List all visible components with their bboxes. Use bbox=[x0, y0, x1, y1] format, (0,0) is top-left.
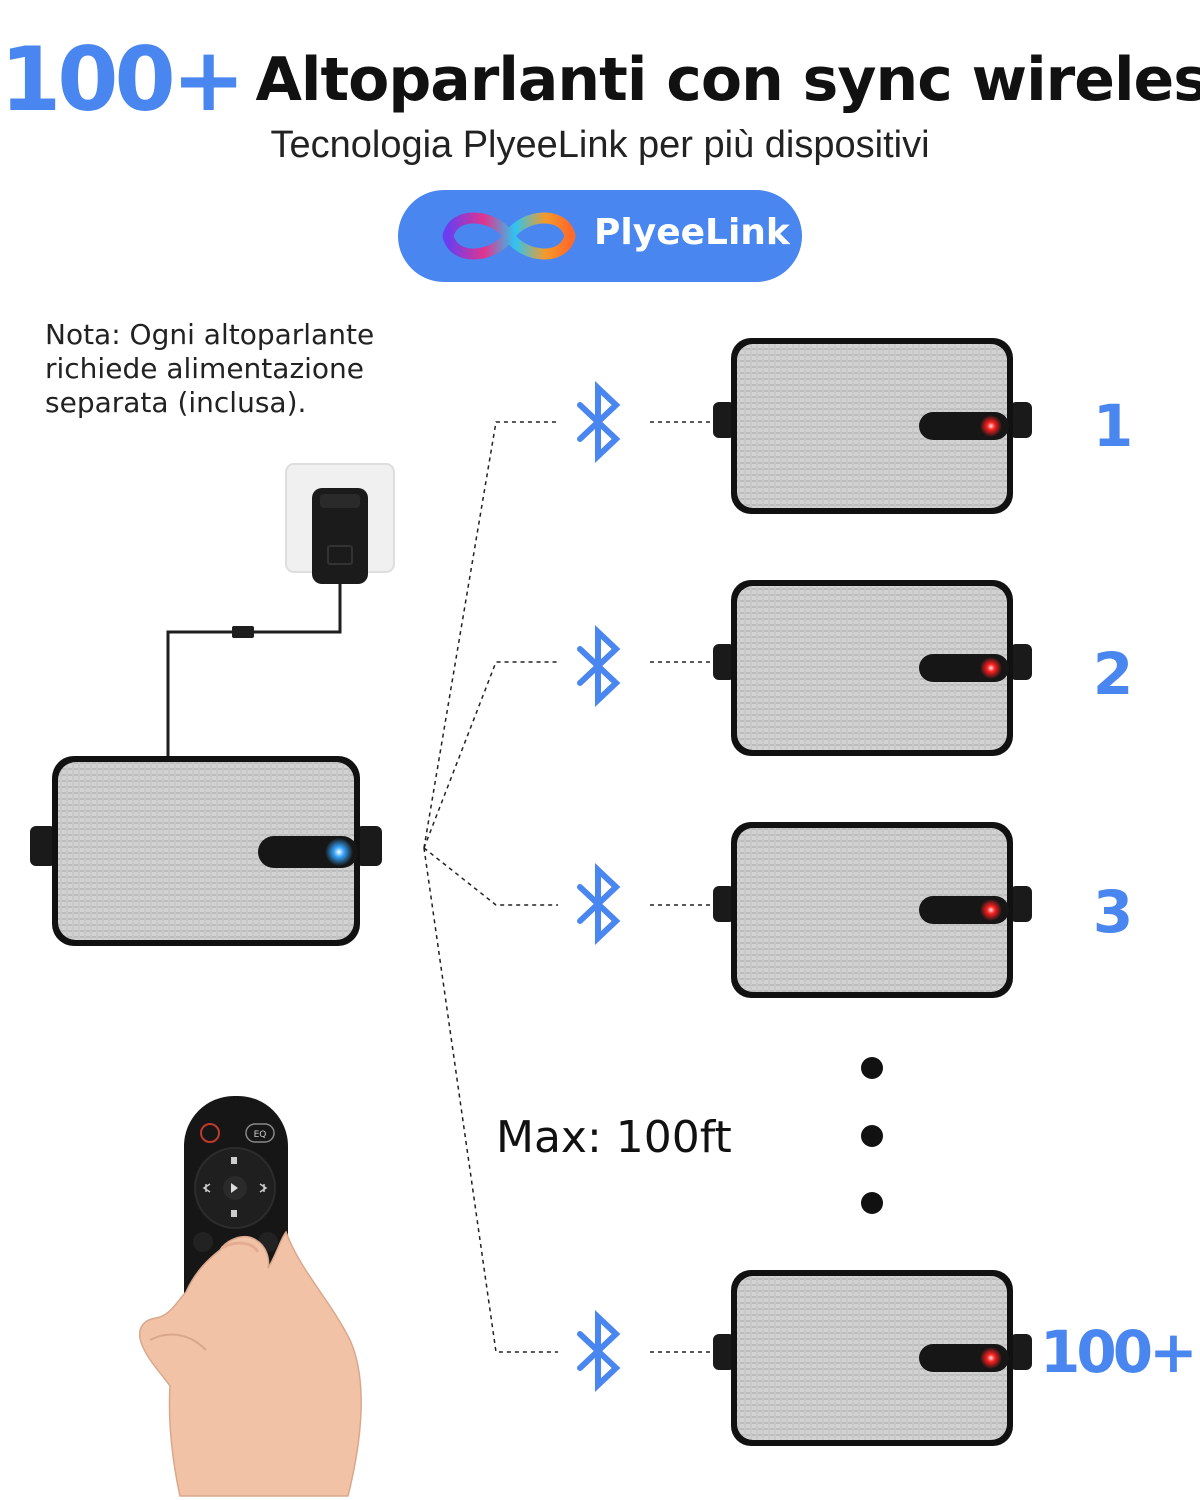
speaker-number: 1 bbox=[1092, 392, 1134, 460]
led-blue bbox=[325, 838, 353, 866]
power-note: Nota: Ogni altoparlante richiede aliment… bbox=[45, 318, 385, 420]
hand bbox=[138, 1230, 362, 1497]
badge-label: PlyeeLink bbox=[594, 212, 790, 253]
speaker-100 bbox=[713, 1270, 1032, 1446]
speaker-1 bbox=[713, 338, 1032, 514]
headline-count: 100+ bbox=[0, 28, 245, 131]
bluetooth-icon bbox=[580, 1317, 616, 1385]
note-line: Nota: Ogni altoparlante bbox=[45, 318, 375, 351]
speaker-3 bbox=[713, 822, 1032, 998]
max-range-label: Max: 100ft bbox=[496, 1112, 732, 1163]
master-speaker bbox=[30, 756, 382, 946]
ellipsis-dot bbox=[861, 1192, 883, 1214]
svg-text:EQ: EQ bbox=[254, 1130, 267, 1140]
infinity-logo-icon bbox=[442, 212, 576, 260]
speaker-number: 3 bbox=[1092, 878, 1134, 946]
bluetooth-icon bbox=[580, 388, 616, 456]
ellipsis-dot bbox=[861, 1057, 883, 1079]
subtitle: Tecnologia PlyeeLink per più dispositivi bbox=[270, 124, 930, 166]
speaker-2 bbox=[713, 580, 1032, 756]
headline-text: Altoparlanti con sync wireless bbox=[255, 44, 1200, 115]
bluetooth-icon bbox=[580, 632, 616, 700]
note-line: separata (inclusa). bbox=[45, 386, 307, 419]
connection-lines bbox=[423, 421, 716, 1353]
bluetooth-icon bbox=[580, 870, 616, 938]
note-line: richiede alimentazione bbox=[45, 352, 365, 385]
plyeelink-badge: PlyeeLink bbox=[398, 190, 802, 282]
power-adapter bbox=[166, 463, 395, 760]
speaker-number: 2 bbox=[1092, 640, 1134, 708]
speaker-number: 100+ bbox=[1040, 1318, 1198, 1386]
ellipsis-dot bbox=[861, 1125, 883, 1147]
headline: 100+Altoparlanti con sync wireless bbox=[0, 28, 1200, 131]
